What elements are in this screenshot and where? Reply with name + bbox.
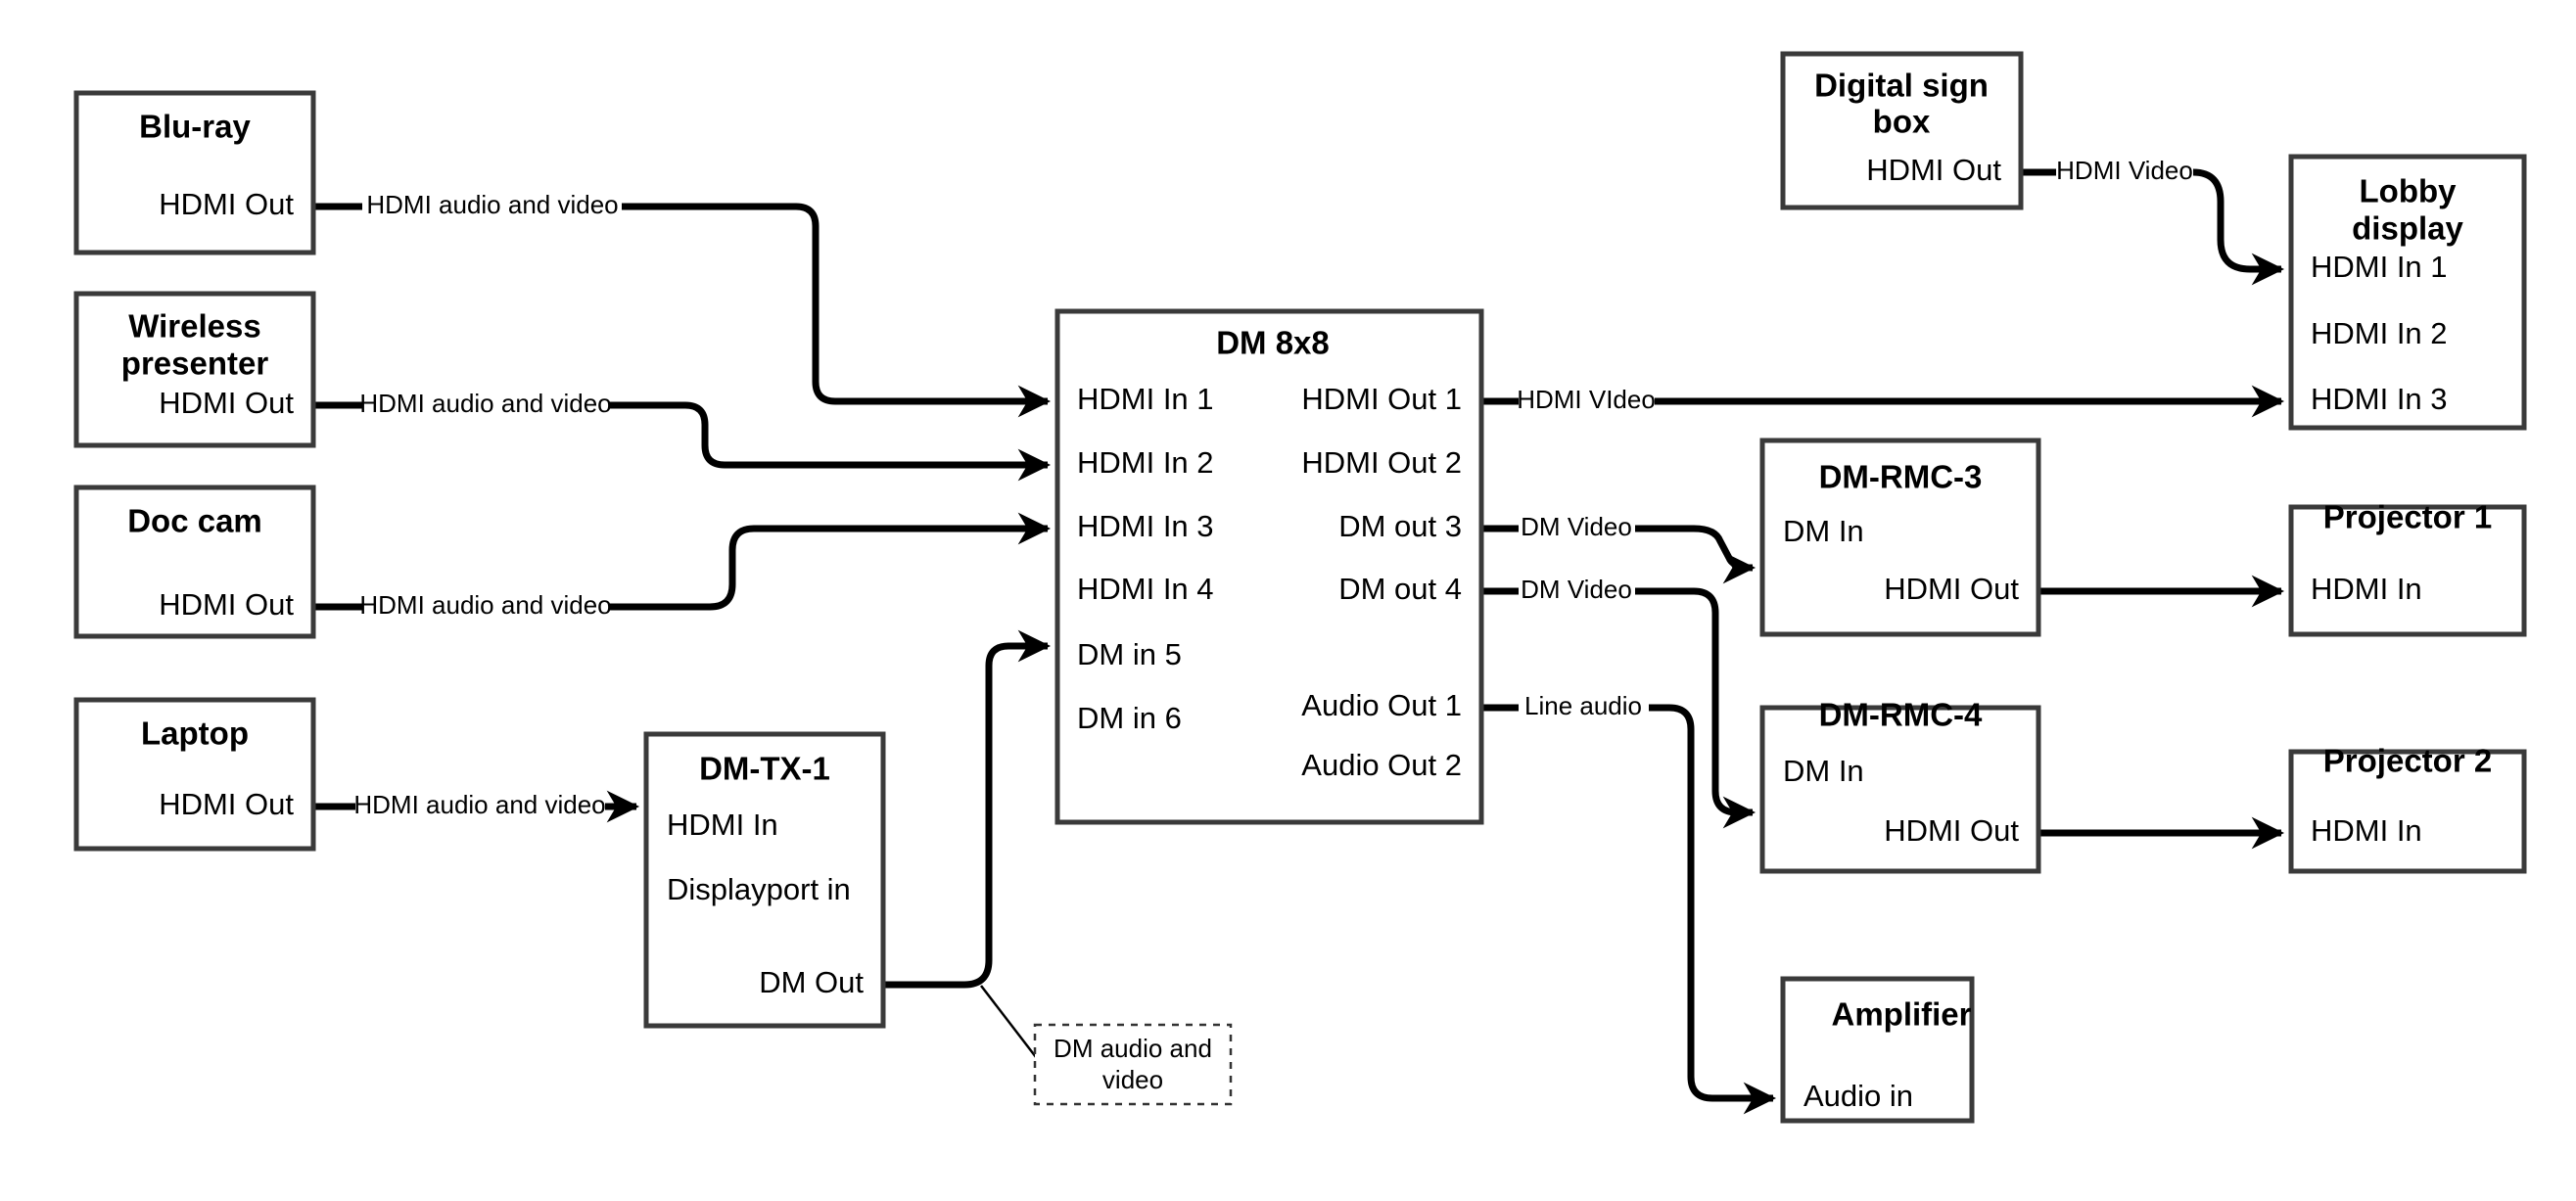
edge-label-hdmi-video-lobby: HDMI VIdeo [1517, 385, 1656, 414]
edge-label-laptop: HDMI audio and video [353, 790, 605, 819]
dm-tx-1-box[interactable] [643, 731, 886, 1029]
dm-8x8-output-hdmi-out-1: HDMI Out 1 [1301, 382, 1462, 416]
callout-dm-audio-and-video: DM audio and video [1033, 1023, 1233, 1106]
link-bluray-to-dm8x8-hdmi-in-1 [313, 203, 1048, 401]
projector-1-title: Projector 1 [2323, 499, 2492, 535]
laptop-title: Laptop [141, 716, 249, 752]
projector-2-box[interactable] [2288, 749, 2527, 874]
wireless-presenter-title-line2: presenter [121, 346, 269, 382]
link-dm8x8-dmout3-to-dmrmc3 [1481, 525, 1753, 568]
dm-rmc-4-title: DM-RMC-4 [1819, 697, 1983, 733]
lobby-display-port-hdmi-in-2: HDMI In 2 [2311, 316, 2448, 350]
wireless-presenter-box[interactable] [73, 291, 316, 448]
dm-rmc-4-box[interactable] [1759, 705, 2041, 874]
node-dm-8x8[interactable]: DM 8x8 HDMI In 1 HDMI In 2 HDMI In 3 HDM… [1054, 308, 1484, 825]
dm-tx-1-port-hdmi-in: HDMI In [667, 808, 778, 842]
node-dm-rmc-4[interactable]: DM-RMC-4 DM In HDMI Out [1759, 697, 2041, 874]
doc-cam-box[interactable] [73, 485, 316, 639]
dm-tx-1-title: DM-TX-1 [699, 751, 830, 787]
doc-cam-title: Doc cam [127, 503, 262, 539]
wireless-presenter-title-line1: Wireless [128, 308, 260, 345]
dm-8x8-output-audio-out-1: Audio Out 1 [1301, 688, 1462, 722]
bluray-port-hdmi-out: HDMI Out [159, 187, 294, 221]
lobby-display-port-hdmi-in-3: HDMI In 3 [2311, 382, 2448, 416]
dm-8x8-input-dm-in-5: DM in 5 [1077, 637, 1182, 671]
amplifier-title: Amplifier [1831, 996, 1971, 1033]
projector-1-port-hdmi-in: HDMI In [2311, 572, 2422, 606]
link-dm8x8-dmout4-to-dmrmc4 [1481, 587, 1753, 812]
link-wireless-to-dm8x8-hdmi-in-2 [313, 401, 1048, 465]
dm-8x8-input-hdmi-in-4: HDMI In 4 [1077, 572, 1214, 606]
projector-2-port-hdmi-in: HDMI In [2311, 813, 2422, 848]
edge-label-line-audio: Line audio [1524, 691, 1642, 720]
amplifier-box[interactable] [1780, 976, 1975, 1124]
edge-label-bluray: HDMI audio and video [366, 190, 618, 219]
dm-rmc-4-port-dm-in: DM In [1783, 754, 1864, 788]
node-dm-tx-1[interactable]: DM-TX-1 HDMI In Displayport in DM Out [643, 731, 886, 1029]
edge-label-dm-video-rmc4: DM Video [1521, 575, 1632, 604]
node-lobby-display[interactable]: Lobby display HDMI In 1 HDMI In 2 HDMI I… [2288, 154, 2527, 431]
dm-8x8-box[interactable] [1054, 308, 1484, 825]
edge-label-wireless: HDMI audio and video [359, 389, 611, 418]
node-doc-cam[interactable]: Doc cam HDMI Out [73, 485, 316, 639]
node-wireless-presenter[interactable]: Wireless presenter HDMI Out [73, 291, 316, 448]
dm-rmc-3-title: DM-RMC-3 [1819, 459, 1983, 495]
dm-rmc-3-port-hdmi-out: HDMI Out [1884, 572, 2019, 606]
dm-8x8-input-hdmi-in-1: HDMI In 1 [1077, 382, 1214, 416]
dm-8x8-input-dm-in-6: DM in 6 [1077, 701, 1182, 735]
dm-rmc-3-port-dm-in: DM In [1783, 514, 1864, 548]
digital-sign-box-box[interactable] [1780, 51, 2024, 210]
connections-layer [313, 168, 2281, 1098]
dm-8x8-output-hdmi-out-2: HDMI Out 2 [1301, 445, 1462, 480]
dm-8x8-input-hdmi-in-2: HDMI In 2 [1077, 445, 1214, 480]
laptop-box[interactable] [73, 697, 316, 852]
dm-8x8-output-dm-out-3: DM out 3 [1338, 509, 1462, 543]
dm-rmc-4-port-hdmi-out: HDMI Out [1884, 813, 2019, 848]
dm-8x8-input-hdmi-in-3: HDMI In 3 [1077, 509, 1214, 543]
digital-sign-box-port-hdmi-out: HDMI Out [1866, 153, 2001, 187]
dm-8x8-title: DM 8x8 [1216, 325, 1330, 361]
lobby-display-port-hdmi-in-1: HDMI In 1 [2311, 250, 2448, 284]
lobby-display-title-line2: display [2352, 210, 2463, 247]
node-dm-rmc-3[interactable]: DM-RMC-3 DM In HDMI Out [1759, 438, 2041, 637]
amplifier-port-audio-in: Audio in [1803, 1079, 1913, 1113]
node-digital-sign-box[interactable]: Digital sign box HDMI Out [1780, 51, 2024, 210]
dm-8x8-output-dm-out-4: DM out 4 [1338, 572, 1462, 606]
edge-label-hdmi-video-sign: HDMI Video [2056, 156, 2193, 185]
node-amplifier[interactable]: Amplifier Audio in [1780, 976, 1975, 1124]
digital-sign-box-title-line1: Digital sign [1814, 68, 1989, 104]
node-bluray[interactable]: Blu-ray HDMI Out [73, 90, 316, 255]
dm-8x8-output-audio-out-2: Audio Out 2 [1301, 748, 1462, 782]
projector-1-box[interactable] [2288, 504, 2527, 637]
dm-audio-video-callout-box [1033, 1023, 1233, 1106]
wireless-presenter-port-hdmi-out: HDMI Out [159, 386, 294, 420]
dm-audio-video-callout-line1: DM audio and [1054, 1034, 1212, 1063]
edge-label-dm-video-rmc3: DM Video [1521, 512, 1632, 541]
doc-cam-port-hdmi-out: HDMI Out [159, 587, 294, 622]
node-projector-2[interactable]: Projector 2 HDMI In [2288, 743, 2527, 874]
lobby-display-box[interactable] [2288, 154, 2527, 431]
link-dm8x8-audioout1-to-amplifier [1481, 704, 1773, 1098]
bluray-title: Blu-ray [139, 109, 251, 145]
dm-tx-1-port-displayport-in: Displayport in [667, 872, 851, 906]
bluray-box[interactable] [73, 90, 316, 255]
node-laptop[interactable]: Laptop HDMI Out [73, 697, 316, 852]
edge-labels-layer: HDMI audio and video HDMI audio and vide… [353, 156, 2192, 819]
lobby-display-title-line1: Lobby [2360, 173, 2458, 209]
link-digitalsign-to-lobby-hdmi-in-1 [2021, 168, 2281, 269]
link-doccam-to-dm8x8-hdmi-in-3 [313, 529, 1048, 611]
projector-2-title: Projector 2 [2323, 743, 2492, 779]
edge-label-doccam: HDMI audio and video [359, 590, 611, 620]
link-dmtx1-to-dm8x8-dm-in-5 [883, 629, 1052, 989]
digital-sign-box-title-line2: box [1873, 104, 1931, 140]
dm-rmc-3-box[interactable] [1759, 438, 2041, 637]
laptop-port-hdmi-out: HDMI Out [159, 787, 294, 821]
node-projector-1[interactable]: Projector 1 HDMI In [2288, 499, 2527, 637]
dm-audio-video-callout-line2: video [1102, 1065, 1163, 1094]
dm-tx-1-port-dm-out: DM Out [759, 965, 864, 999]
